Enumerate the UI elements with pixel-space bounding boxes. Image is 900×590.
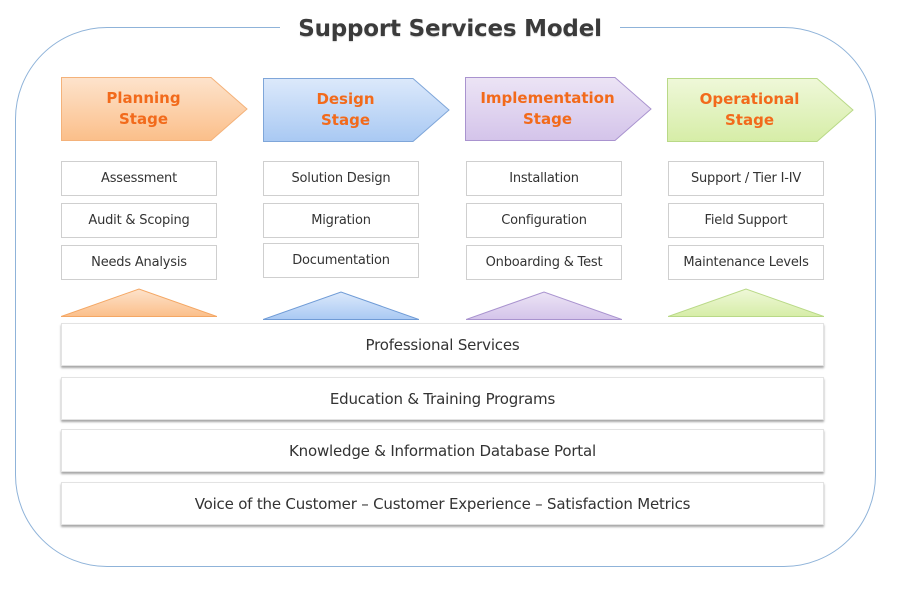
stage-subtitle: Stage	[320, 111, 370, 129]
foundation-banner: Professional Services	[61, 323, 824, 366]
implementation-item: Installation	[466, 161, 622, 196]
stage-subtitle: Stage	[522, 110, 572, 128]
operational-item: Field Support	[668, 203, 824, 238]
design-item: Migration	[263, 203, 419, 238]
stage-title: Design	[316, 90, 375, 108]
planning-item: Audit & Scoping	[61, 203, 217, 238]
foundation-banner: Voice of the Customer – Customer Experie…	[61, 482, 824, 525]
design-item: Documentation	[263, 243, 419, 278]
arrow-shape	[465, 77, 652, 141]
support-triangle-planning	[61, 288, 217, 317]
planning-item: Needs Analysis	[61, 245, 217, 280]
diagram-title: Support Services Model	[280, 12, 620, 46]
operational-item: Maintenance Levels	[668, 245, 824, 280]
foundation-banner: Knowledge & Information Database Portal	[61, 429, 824, 472]
arrow-shape	[263, 78, 450, 142]
stage-title: Implementation	[480, 89, 615, 107]
stage-subtitle: Stage	[118, 110, 168, 128]
support-triangle-implementation	[466, 291, 622, 320]
operational-item: Support / Tier I-IV	[668, 161, 824, 196]
arrow-shape	[667, 78, 854, 142]
arrow-shape	[61, 77, 248, 141]
stage-subtitle: Stage	[724, 111, 774, 129]
foundation-banner: Education & Training Programs	[61, 377, 824, 420]
planning-item: Assessment	[61, 161, 217, 196]
implementation-item: Configuration	[466, 203, 622, 238]
support-triangle-operational	[668, 288, 824, 317]
design-item: Solution Design	[263, 161, 419, 196]
support-triangle-design	[263, 291, 419, 320]
implementation-item: Onboarding & Test	[466, 245, 622, 280]
stage-title: Operational	[699, 90, 800, 108]
stage-title: Planning	[106, 89, 181, 107]
